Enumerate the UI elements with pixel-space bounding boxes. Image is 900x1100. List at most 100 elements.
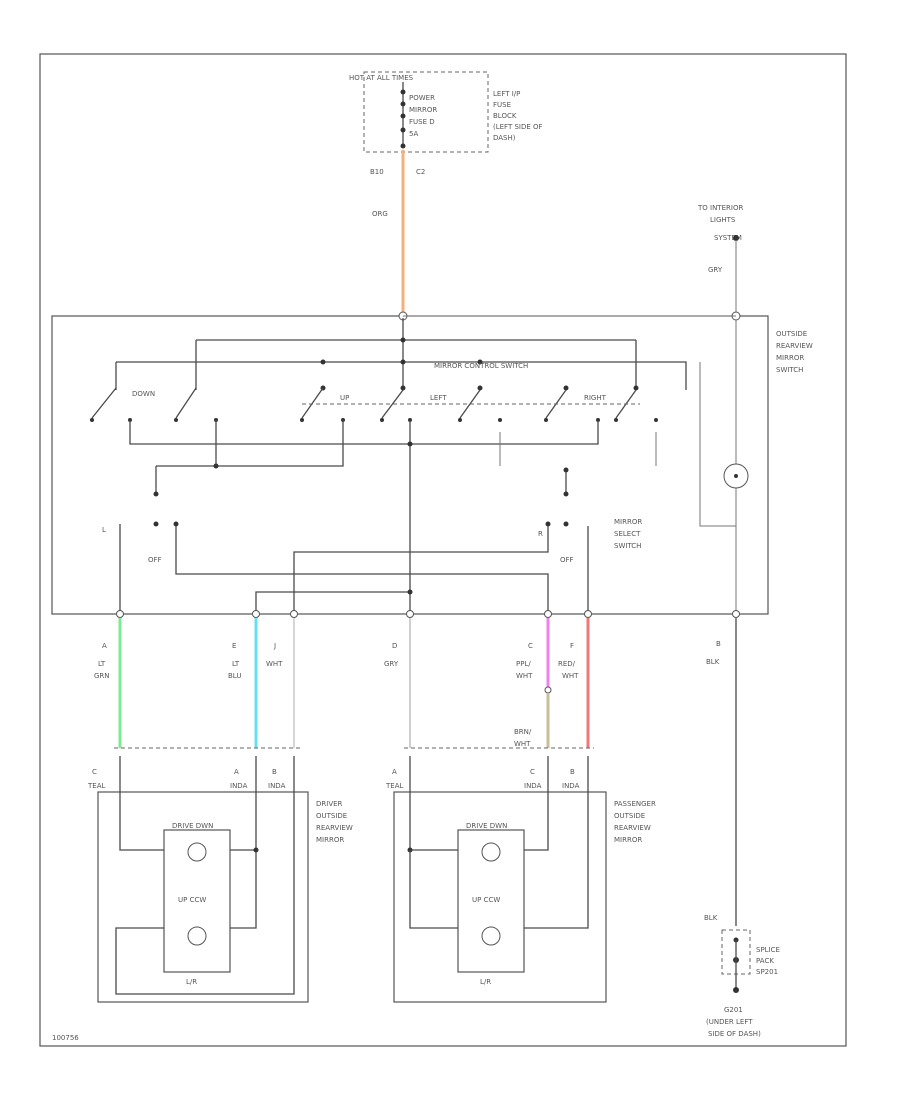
fuse-block: HOT AT ALL TIMES POWER MIRROR FUSE D 5A … (349, 71, 543, 218)
select-left-upper (153, 491, 159, 497)
driver-motor-updown (187, 842, 207, 862)
driver-pin-1: C (92, 768, 97, 776)
switch-label-4: SWITCH (776, 366, 803, 374)
term-5 (300, 418, 304, 422)
interior-label-1: TO INTERIOR (697, 204, 743, 212)
lead-lamp-return (699, 362, 736, 527)
label-right: RIGHT (584, 394, 607, 402)
switch-label-3: MIRROR (776, 354, 804, 362)
passenger-wire-c (524, 756, 549, 851)
select-right-pivot (563, 521, 569, 527)
pin-j-wire: WHT (266, 660, 283, 668)
switch-internal-wiring: L OFF R OFF MIRROR SELECT SWITCH (90, 315, 749, 614)
driver-pin-3: B (272, 768, 277, 776)
passenger-mirror: A C B TEAL INDA INDA PASSENGER OUTSIDE R… (385, 747, 656, 1003)
pin-d-connector (406, 610, 414, 618)
passenger-label-4: MIRROR (614, 836, 642, 844)
pin-j-letter: J (273, 642, 276, 650)
label-left: LEFT (430, 394, 447, 402)
driver-label-1: DRIVER (316, 800, 343, 808)
passenger-motor-bot: L/R (480, 978, 491, 986)
ground-location-2: (UNDER LEFT (706, 1018, 753, 1026)
contact-down-1 (91, 387, 117, 419)
bus-lower (129, 420, 599, 445)
splice-wire-2: WHT (514, 740, 531, 748)
driver-mirror: C A B TEAL INDA INDA DRIVER OUTSIDE REAR… (87, 747, 353, 1003)
interior-label-2: LIGHTS (710, 216, 736, 224)
term-9 (458, 418, 462, 422)
interior-lights: TO INTERIOR LIGHTS SYSTEM GRY (697, 204, 743, 312)
pin-c-connector (544, 610, 552, 618)
term-10 (498, 418, 502, 422)
junction-466 (213, 463, 219, 469)
junction-1 (400, 337, 406, 343)
pin-a-wire-1: LT (98, 660, 106, 668)
select-label-3: SWITCH (614, 542, 641, 550)
passenger-mirror-box (393, 791, 607, 1003)
passenger-motor-leftright (481, 926, 501, 946)
contact-down-2 (175, 387, 197, 419)
contact-up-1 (301, 387, 324, 419)
interior-node (733, 235, 739, 241)
driver-junction (253, 847, 259, 853)
driver-code-3: INDA (268, 782, 286, 790)
switch-label-1: OUTSIDE (776, 330, 807, 338)
fuse-line-4: 5A (409, 130, 418, 138)
driver-label-4: MIRROR (316, 836, 344, 844)
ground-point (733, 987, 739, 993)
select-right-top (563, 467, 569, 473)
passenger-motor-frame (457, 829, 525, 973)
driver-wire-a (230, 756, 257, 929)
fuse-node-3 (400, 113, 406, 119)
junction-6 (400, 385, 406, 391)
pin-d-wire: GRY (384, 660, 399, 668)
select-left-off (173, 521, 179, 527)
fuse-connector-right: C2 (416, 168, 425, 176)
lamp-filament (734, 474, 738, 478)
pin-c-wire-1: PPL/ (516, 660, 531, 668)
passenger-label-2: OUTSIDE (614, 812, 645, 820)
fuse-location-4: (LEFT SIDE OF (493, 123, 543, 131)
driver-label-3: REARVIEW (316, 824, 353, 832)
fuse-node-5 (400, 143, 406, 149)
bus-592 (255, 591, 410, 614)
fuse-node-1 (400, 89, 406, 95)
pin-b-connector (732, 610, 740, 618)
driver-mirror-box (97, 791, 309, 1003)
interior-wire-label: GRY (708, 266, 723, 274)
driver-pin-2: A (234, 768, 239, 776)
pin-f-connector (584, 610, 592, 618)
figure-id: 100756 (52, 1034, 79, 1042)
fuse-location-3: BLOCK (493, 112, 517, 120)
pin-e-letter: E (232, 642, 236, 650)
pin-f-wire-2: WHT (562, 672, 579, 680)
label-up: UP (340, 394, 349, 402)
fuse-title: HOT AT ALL TIMES (349, 74, 414, 82)
passenger-code-2: INDA (524, 782, 542, 790)
junction-7 (477, 385, 483, 391)
pin-b-wire: BLK (706, 658, 720, 666)
interior-label-3: SYSTEM (714, 234, 742, 242)
passenger-wire-a (409, 756, 458, 851)
pin-f-letter: F (570, 642, 574, 650)
driver-code-2: INDA (230, 782, 248, 790)
junction-4 (320, 359, 326, 365)
switch-label-2: REARVIEW (776, 342, 813, 350)
fuse-line-1: POWER (409, 94, 435, 102)
term-3 (174, 418, 178, 422)
fuse-line-3: FUSE D (409, 118, 435, 126)
passenger-code-1: TEAL (385, 782, 403, 790)
pin-a-connector (116, 610, 124, 618)
junction-8 (563, 385, 569, 391)
splice-wire-1: BRN/ (514, 728, 532, 736)
select-lr-left: L (102, 526, 106, 534)
junction-592 (407, 589, 413, 595)
passenger-label-3: REARVIEW (614, 824, 651, 832)
pin-c-letter: C (528, 642, 533, 650)
driver-motor-mid: UP CCW (178, 896, 206, 904)
pin-a-wire-2: GRN (94, 672, 110, 680)
junction-3 (477, 359, 483, 365)
driver-motor-top: DRIVE DWN (172, 822, 213, 830)
pin-j-connector (290, 610, 298, 618)
ground: BLK SPLICE PACK SP201 G201 (UNDER LEFT S… (704, 914, 780, 1038)
